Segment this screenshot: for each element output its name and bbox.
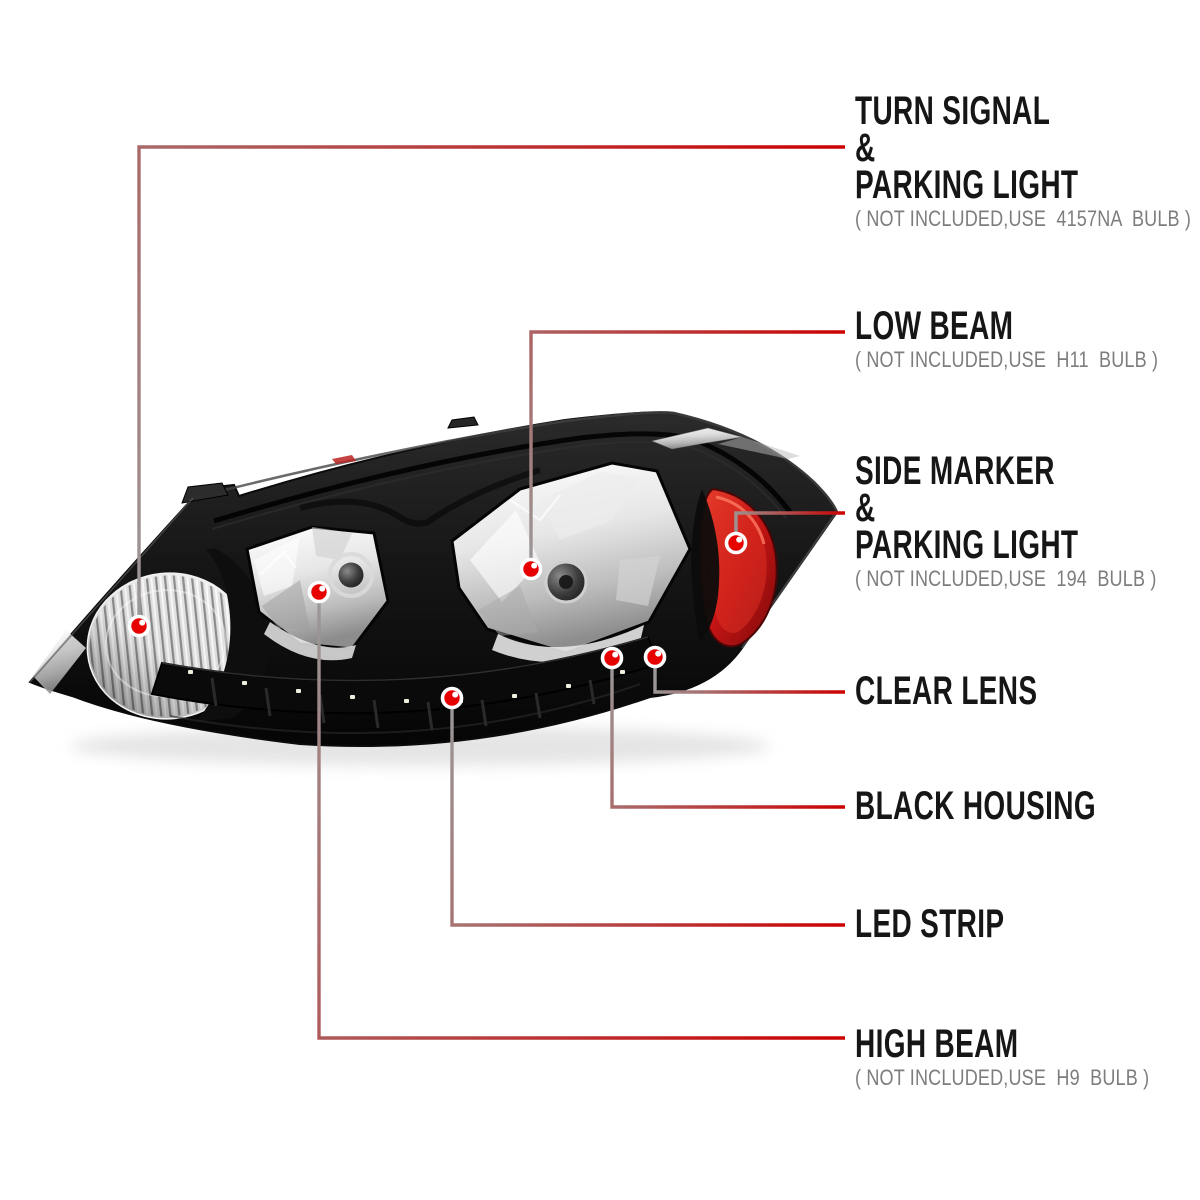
- callout-line-low-beam: [529, 330, 845, 569]
- callout-dot-highlight-icon: [319, 585, 326, 592]
- callout-text: CLEAR LENS: [855, 669, 1038, 713]
- callout-line-turn-signal: [137, 145, 845, 626]
- callout-turn-signal: [127, 145, 845, 638]
- callout-dot-highlight-icon: [612, 651, 619, 658]
- callout-text: LED STRIP: [855, 902, 1005, 946]
- bezel-swoosh-marker: [691, 489, 720, 642]
- callout-text: &: [855, 126, 876, 170]
- callout-label-low-beam: LOW BEAM ( NOT INCLUDED,USE H11 BULB ): [855, 304, 1200, 372]
- callout-led-strip: [440, 686, 845, 927]
- high-beam-reflector: [245, 525, 390, 661]
- callout-dot-highlight-icon: [531, 562, 538, 569]
- callout-line-black-housing: [610, 658, 845, 809]
- callout-text: PARKING LIGHT: [855, 523, 1079, 567]
- callout-text: HIGH BEAM: [855, 1022, 1019, 1066]
- callout-label-black-housing: BLACK HOUSING: [855, 784, 1199, 828]
- callout-text: TURN SIGNAL: [855, 89, 1051, 133]
- callout-text: PARKING LIGHT: [855, 163, 1079, 207]
- callout-label-high-beam: HIGH BEAM ( NOT INCLUDED,USE H9 BULB ): [855, 1022, 1200, 1090]
- callout-text: LOW BEAM: [855, 304, 1014, 348]
- callout-high-beam: [307, 580, 845, 1040]
- callout-clear-lens: [643, 645, 845, 694]
- callout-dot-clear-lens-icon: [643, 645, 667, 669]
- headlight-illustration: [28, 411, 839, 766]
- callout-label-side-marker: SIDE MARKER & PARKING LIGHT ( NOT INCLUD…: [855, 449, 1200, 591]
- callout-label-clear-lens: CLEAR LENS: [855, 669, 1116, 713]
- callout-text: BLACK HOUSING: [855, 784, 1096, 828]
- callout-dot-low-beam-icon: [519, 557, 543, 581]
- red-sliver: [332, 455, 356, 464]
- callout-low-beam: [519, 330, 845, 581]
- callout-dot-highlight-icon: [655, 650, 662, 657]
- callout-note: ( NOT INCLUDED,USE H11 BULB ): [855, 347, 1159, 372]
- callout-dot-highlight-icon: [139, 619, 146, 626]
- callout-dot-turn-signal-icon: [127, 614, 151, 638]
- bezel-s-curve: [299, 467, 541, 527]
- callout-text: &: [855, 486, 876, 530]
- callout-dot-side-marker-icon: [724, 531, 748, 555]
- callout-label-led-strip: LED STRIP: [855, 902, 1068, 946]
- low-beam-reflector: [450, 461, 692, 663]
- callout-label-turn-signal: TURN SIGNAL & PARKING LIGHT ( NOT INCLUD…: [855, 89, 1200, 231]
- callout-note: ( NOT INCLUDED,USE H9 BULB ): [855, 1065, 1150, 1090]
- callout-dot-led-strip-icon: [440, 686, 464, 710]
- mount-tab-left: [181, 482, 229, 504]
- high-beam-bulb-socket: [338, 562, 364, 588]
- callout-dot-highlight-icon: [736, 536, 743, 543]
- callout-line-clear-lens: [653, 657, 845, 694]
- mount-tab-top: [447, 416, 479, 429]
- callout-line-high-beam: [317, 592, 845, 1040]
- top-rim-highlight: [195, 411, 839, 513]
- top-groove: [213, 431, 793, 524]
- callout-text: SIDE MARKER: [855, 449, 1055, 493]
- top-groove-light: [211, 440, 787, 530]
- callout-dot-highlight-icon: [452, 691, 459, 698]
- callout-side-marker: [724, 511, 845, 555]
- led-dots: [188, 670, 625, 703]
- callout-black-housing: [600, 646, 845, 809]
- top-reflection-sliver: [651, 427, 743, 450]
- side-marker-reflector: [691, 487, 778, 648]
- left-edge-line: [29, 497, 194, 683]
- callout-dot-black-housing-icon: [600, 646, 624, 670]
- top-reflection-streak: [718, 437, 800, 459]
- callout-note: ( NOT INCLUDED,USE 194 BULB ): [855, 566, 1157, 591]
- corner-lens-sliver: [33, 630, 86, 694]
- callouts-layer: [127, 145, 845, 1040]
- callout-dot-high-beam-icon: [307, 580, 331, 604]
- callout-line-led-strip: [450, 698, 845, 927]
- callout-note: ( NOT INCLUDED,USE 4157NA BULB ): [855, 206, 1192, 231]
